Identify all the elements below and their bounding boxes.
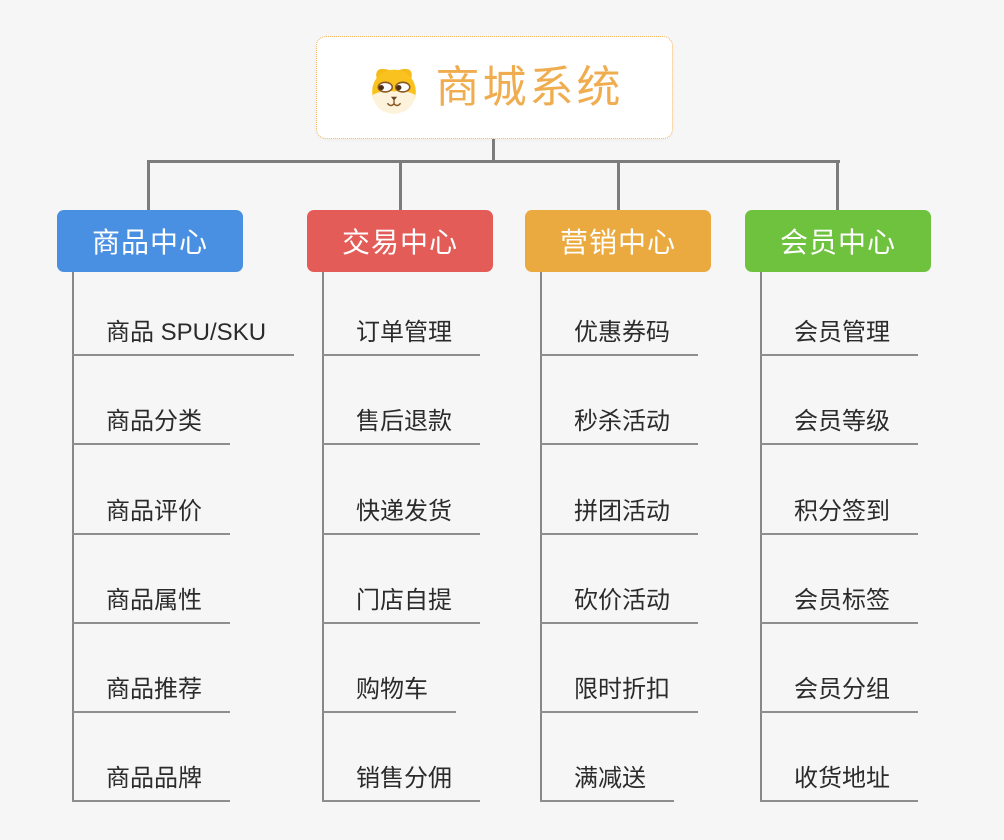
connector-drop-products [147,160,150,212]
connector-drop-trade [399,160,402,212]
child-node-after-sale-refund[interactable]: 售后退款 [322,409,480,445]
root-title: 商城系统 [435,62,624,112]
child-node-member-tags[interactable]: 会员标签 [760,588,918,624]
child-node-store-pickup[interactable]: 门店自提 [322,588,480,624]
trunk-members [760,272,762,802]
child-node-order-management[interactable]: 订单管理 [322,320,480,356]
child-node-flash-sale[interactable]: 秒杀活动 [540,409,698,445]
child-node-shipping-address[interactable]: 收货地址 [760,766,918,802]
child-node-member-level[interactable]: 会员等级 [760,409,918,445]
child-node-spend-save[interactable]: 满减送 [540,766,674,802]
child-node-bargain-activity[interactable]: 砍价活动 [540,588,698,624]
connector-drop-marketing [617,160,620,212]
connector-drop-members [836,160,839,212]
child-node-group-buy[interactable]: 拼团活动 [540,499,698,535]
root-node[interactable]: 商城系统 [316,36,673,139]
branch-marketing-center[interactable]: 营销中心 [525,210,711,272]
branch-member-center[interactable]: 会员中心 [745,210,931,272]
branch-trade-center[interactable]: 交易中心 [307,210,493,272]
child-node-shopping-cart[interactable]: 购物车 [322,677,456,713]
child-node-member-management[interactable]: 会员管理 [760,320,918,356]
child-node-sales-commission[interactable]: 销售分佣 [322,766,480,802]
child-node-member-groups[interactable]: 会员分组 [760,677,918,713]
child-node-coupon-codes[interactable]: 优惠券码 [540,320,698,356]
child-node-product-recommend[interactable]: 商品推荐 [72,677,230,713]
trunk-marketing [540,272,542,802]
child-node-product-brand[interactable]: 商品品牌 [72,766,230,802]
child-node-points-checkin[interactable]: 积分签到 [760,499,918,535]
dog-icon [366,60,422,116]
child-node-product-spu-sku[interactable]: 商品 SPU/SKU [72,320,295,356]
child-node-limited-time-discount[interactable]: 限时折扣 [540,677,698,713]
connector-root-trunk [492,139,495,163]
child-node-product-review[interactable]: 商品评价 [72,499,230,535]
child-node-product-attribute[interactable]: 商品属性 [72,588,230,624]
trunk-products [72,272,74,802]
connector-horizontal-bar [147,160,840,163]
child-node-express-shipping[interactable]: 快递发货 [322,499,480,535]
branch-product-center[interactable]: 商品中心 [57,210,243,272]
child-node-product-category[interactable]: 商品分类 [72,409,230,445]
trunk-trade [322,272,324,802]
